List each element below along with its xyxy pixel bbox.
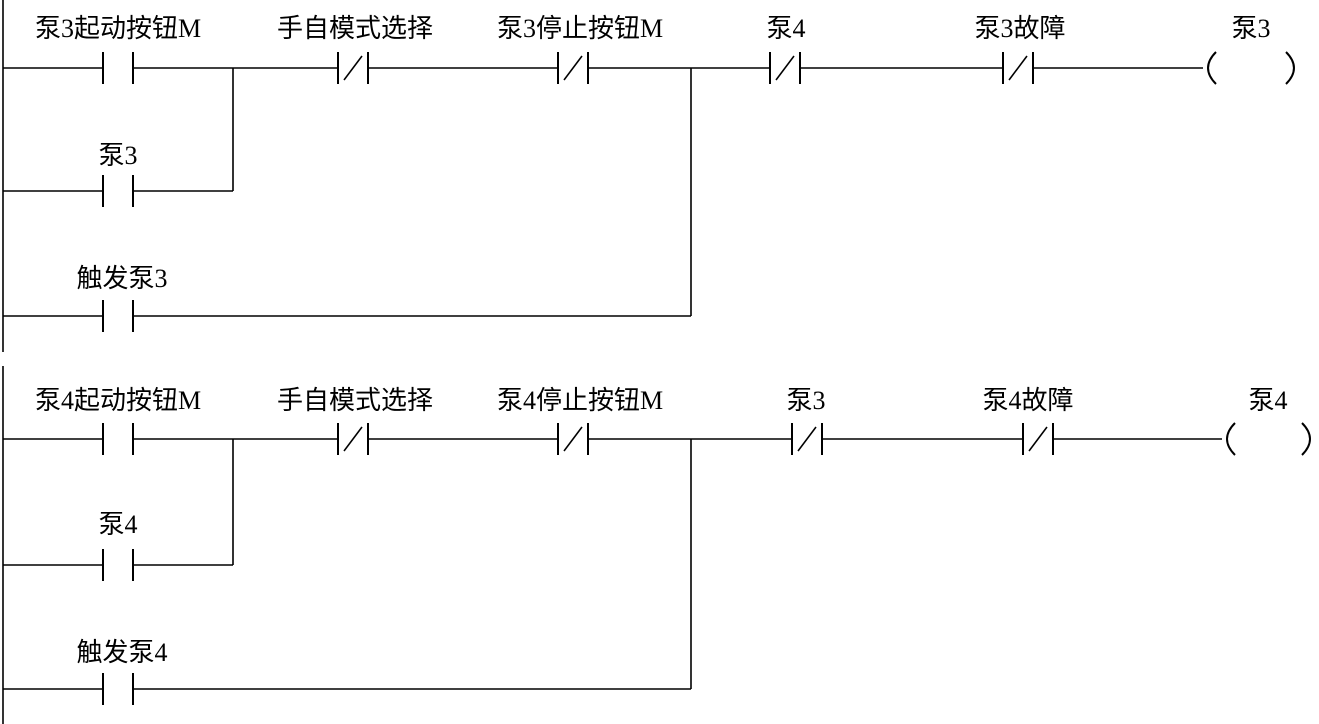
label-manual-auto-select: 手自模式选择 (277, 14, 433, 43)
label-fault: 泵3故障 (974, 14, 1065, 43)
label-coil: 泵3 (1231, 14, 1270, 43)
label-interlock-pump: 泵3 (786, 386, 825, 415)
label-fault: 泵4故障 (982, 386, 1073, 415)
label-start-button: 泵4起动按钮M (35, 386, 201, 415)
nc-contact-stop-button (557, 52, 589, 84)
label-interlock-pump: 泵4 (766, 14, 805, 43)
label-trigger: 触发泵3 (76, 264, 167, 293)
nc-contact-manual-auto-select (337, 52, 369, 84)
label-coil: 泵4 (1248, 386, 1287, 415)
label-manual-auto-select: 手自模式选择 (277, 386, 433, 415)
label-seal-in: 泵4 (98, 510, 137, 539)
rung-pump3: 泵3起动按钮M 手自模式选择 泵3停止按钮M 泵4 泵3故障 泵3 泵3 触发泵… (2, 0, 1295, 352)
no-contact-trigger (102, 300, 134, 332)
nc-contact-interlock-pump (769, 52, 801, 84)
label-stop-button: 泵3停止按钮M (497, 14, 663, 43)
nc-contact-manual-auto-select (337, 423, 369, 455)
output-coil (1207, 51, 1295, 85)
rung-pump4: 泵4起动按钮M 手自模式选择 泵4停止按钮M 泵3 泵4故障 泵4 泵4 触发泵… (2, 366, 1311, 724)
label-stop-button: 泵4停止按钮M (497, 386, 663, 415)
label-seal-in: 泵3 (98, 141, 137, 170)
nc-contact-fault (1002, 52, 1034, 84)
nc-contact-interlock-pump (791, 423, 823, 455)
no-contact-seal-in (102, 549, 134, 581)
no-contact-trigger (102, 673, 134, 705)
nc-contact-stop-button (557, 423, 589, 455)
label-trigger: 触发泵4 (76, 638, 167, 667)
output-coil (1226, 422, 1311, 456)
nc-contact-fault (1022, 423, 1054, 455)
label-start-button: 泵3起动按钮M (35, 14, 201, 43)
no-contact-start-button (102, 423, 134, 455)
no-contact-seal-in (102, 175, 134, 207)
no-contact-start-button (102, 52, 134, 84)
